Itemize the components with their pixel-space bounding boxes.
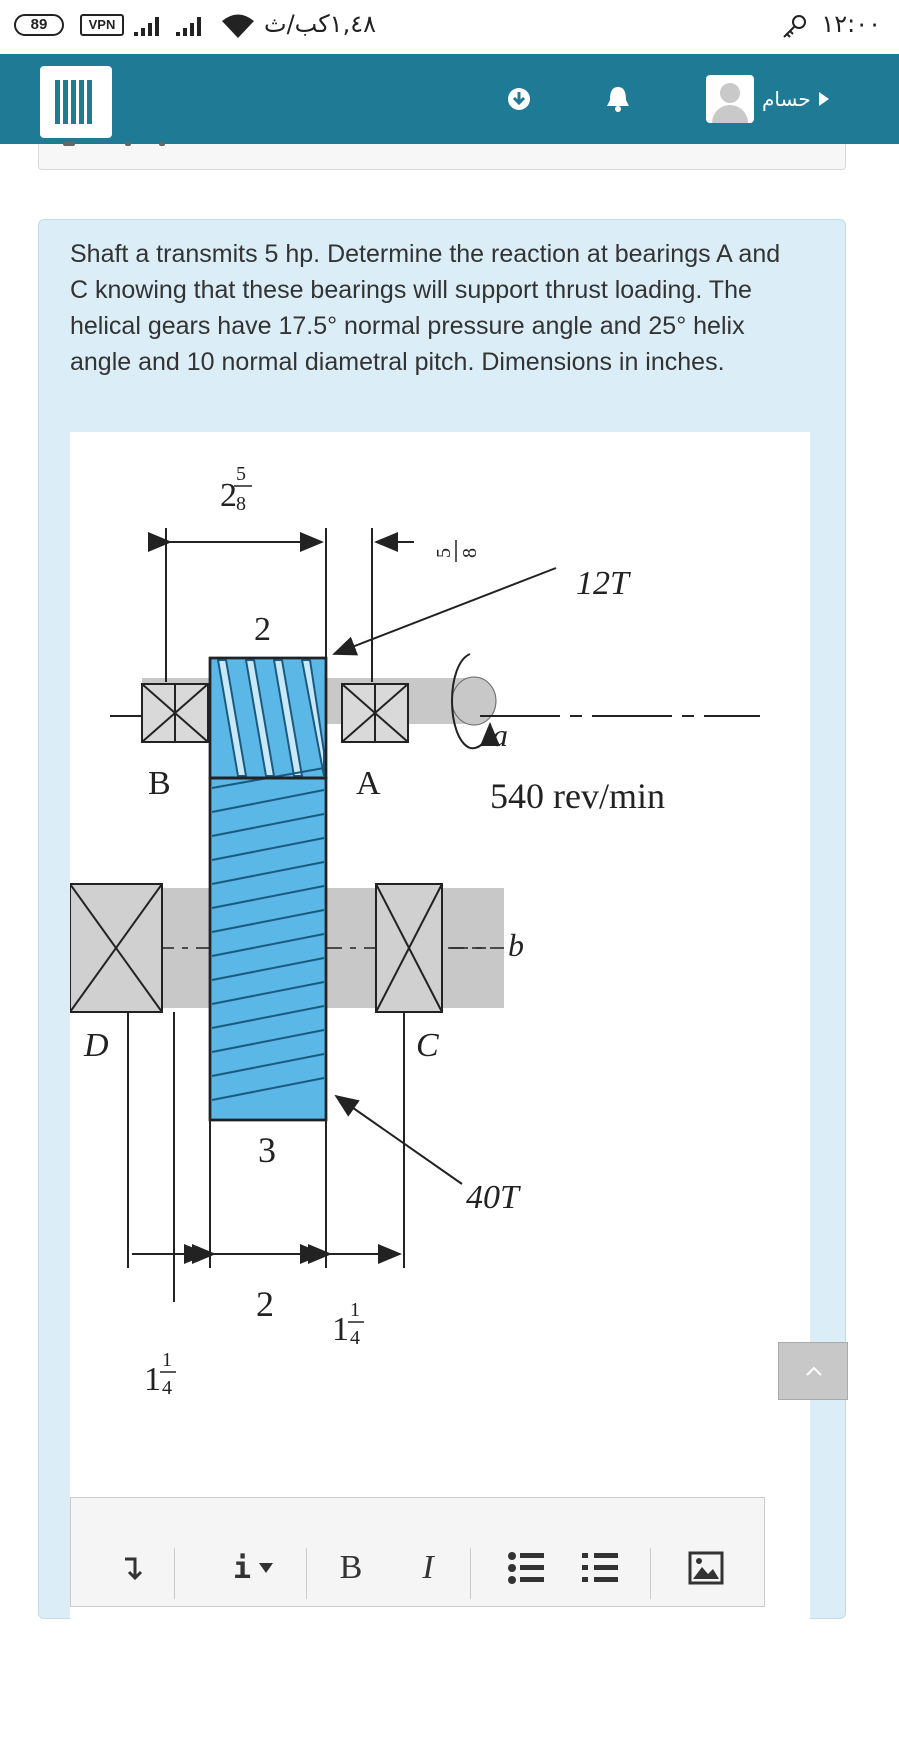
dim-left-bottom-den: 4 <box>162 1377 172 1399</box>
insert-label: i <box>232 1550 252 1586</box>
italic-button[interactable]: I <box>406 1546 450 1590</box>
dim-mid: 2 <box>256 1284 274 1324</box>
gear-label-12t: 12T <box>576 565 631 602</box>
download-icon[interactable] <box>506 86 532 112</box>
numbered-list-icon <box>582 1553 618 1582</box>
bearing-b <box>141 683 209 743</box>
bullet-list-button[interactable] <box>504 1546 548 1590</box>
dim-right-num: 5 <box>433 548 455 558</box>
bold-button[interactable]: B <box>326 1546 376 1590</box>
label-b: B <box>148 765 171 802</box>
italic-icon: I <box>422 1549 434 1586</box>
label-a: A <box>356 765 381 802</box>
collapse-toolbar-button[interactable] <box>116 1546 150 1590</box>
dim-top-whole: 2 <box>220 477 237 514</box>
user-menu[interactable]: حسام <box>706 75 831 123</box>
clock: ١٢:٠٠ <box>821 10 881 38</box>
wifi-icon <box>222 14 254 38</box>
battery-indicator: 89 <box>14 14 64 36</box>
bearing-d <box>70 883 163 1013</box>
dim-right-den: 8 <box>459 548 481 558</box>
label-d: D <box>83 1027 109 1064</box>
bearing-a <box>341 683 409 743</box>
status-bar: 89 VPN ١,٤٨كب/ث ١٢:٠٠ <box>0 0 899 54</box>
signal-strength-icon-2 <box>176 17 201 36</box>
editor-toolbar <box>70 1497 765 1607</box>
insert-dropdown-icon <box>259 1563 274 1573</box>
avatar <box>706 75 754 123</box>
top-nav-bar: حسام <box>0 54 899 144</box>
numbered-list-button[interactable] <box>578 1546 622 1590</box>
dim-top-num: 5 <box>236 463 246 485</box>
gear-40t <box>208 767 328 1122</box>
bell-icon[interactable] <box>604 84 632 114</box>
shaft-b-label: b <box>508 927 524 963</box>
dim-left-bottom-whole: 1 <box>144 1361 161 1398</box>
menu-button[interactable] <box>40 66 112 138</box>
gear-label-40t: 40T <box>466 1179 521 1216</box>
bold-icon: B <box>339 1549 363 1586</box>
gear-face-bottom: 3 <box>258 1130 276 1170</box>
shaft-gear-diagram: 2 5 8 5 8 12T 2 B A a 540 rev/min b D C … <box>70 463 760 1399</box>
bearing-c <box>375 883 443 1013</box>
dim-right-bottom-num: 1 <box>350 1299 360 1321</box>
scroll-to-top-button[interactable] <box>778 1342 848 1400</box>
signal-strength-icon <box>134 17 159 36</box>
image-icon <box>688 1551 724 1585</box>
insert-image-button[interactable] <box>684 1546 728 1590</box>
label-c: C <box>416 1027 439 1064</box>
collapse-icon <box>125 1557 143 1581</box>
vpn-badge: VPN <box>80 14 124 36</box>
dim-left-bottom-num: 1 <box>162 1349 172 1371</box>
speed-label: 540 rev/min <box>490 776 665 816</box>
caret-right-icon <box>818 92 829 106</box>
key-icon <box>783 15 806 38</box>
insert-dropdown-button[interactable]: i <box>214 1546 294 1590</box>
shaft-a-label: a <box>492 717 508 753</box>
gear-face-top: 2 <box>254 611 271 648</box>
user-name: حسام <box>762 87 811 111</box>
question-text: Shaft a transmits 5 hp. Determine the re… <box>70 240 781 376</box>
bullet-list-icon <box>508 1552 544 1584</box>
network-speed: ١,٤٨كب/ث <box>264 10 376 38</box>
dim-right-bottom-whole: 1 <box>332 1311 349 1348</box>
dim-right-bottom-den: 4 <box>350 1327 360 1349</box>
gear-12t <box>208 656 328 780</box>
chevron-up-icon <box>806 1366 822 1376</box>
previous-card <box>38 142 846 170</box>
dim-top-den: 8 <box>236 493 246 515</box>
